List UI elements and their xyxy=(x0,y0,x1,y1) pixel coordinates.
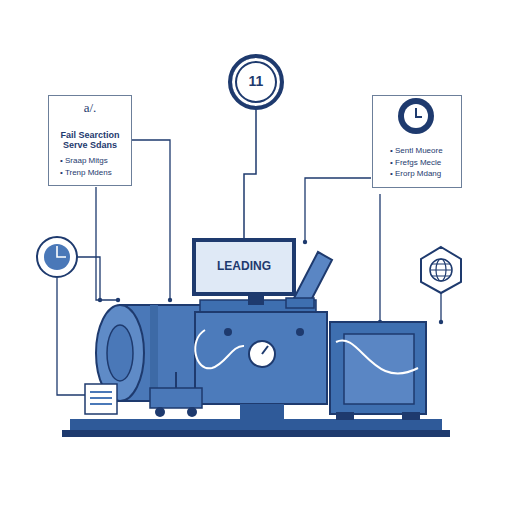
base-rail xyxy=(62,430,450,437)
control-panel xyxy=(85,384,117,414)
callout-text: • Trenp Mdens xyxy=(54,168,126,178)
leader-line xyxy=(96,187,118,300)
cart xyxy=(150,372,202,417)
callout-circle: 11 xyxy=(228,54,284,110)
leader-line xyxy=(131,140,170,300)
leader-line xyxy=(379,194,380,322)
motor xyxy=(330,322,426,420)
callout-text: • Sraap Mitgs xyxy=(54,156,126,166)
pump-body xyxy=(195,300,327,420)
leader-connector xyxy=(244,110,256,238)
leader-line xyxy=(440,293,441,322)
leader-line xyxy=(305,178,371,242)
callout-text: 11 xyxy=(249,73,264,90)
callout-text: • Frefgs Mecle xyxy=(378,158,456,168)
callout-text: • Erorp Mdang xyxy=(378,169,456,179)
leader-line xyxy=(57,278,85,395)
callout-box: a/. Fail Searction Serve Sdans • Sraap Mit… xyxy=(48,95,132,186)
callout-heading: a/. xyxy=(54,100,126,116)
callout-text: Fail Searction Serve Sdans xyxy=(54,130,126,152)
globe-hexagon xyxy=(421,247,461,293)
monitor-stand xyxy=(248,296,264,305)
leader-line xyxy=(77,257,100,300)
callout-box: • Sentl Mueore • Frefgs Mecle• Erorp Mdan… xyxy=(372,95,462,188)
clock-icon xyxy=(398,98,434,134)
callout-text: • Sentl Mueore xyxy=(378,146,456,156)
monitor-screen: LEADING xyxy=(192,238,296,296)
base-plate xyxy=(70,419,442,430)
callout-text: LEADING xyxy=(217,259,271,273)
gauge-icon xyxy=(37,237,77,277)
